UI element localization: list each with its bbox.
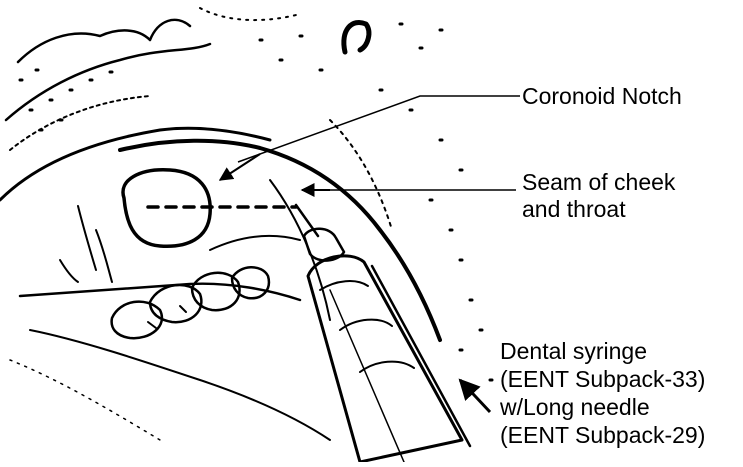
speckle-right — [430, 200, 492, 380]
jaw-shadow — [10, 360, 160, 440]
label-seam-line-2: and throat — [522, 196, 626, 222]
cheek-fold-2 — [96, 230, 112, 282]
syringe-barrel-ring-3 — [360, 362, 414, 372]
upper-lip — [0, 128, 270, 200]
syringe-direction-arrow — [460, 380, 490, 412]
nose-outline — [18, 20, 190, 62]
cheek-fold-3 — [60, 260, 78, 282]
speckle-top — [260, 24, 462, 170]
cheek-contour — [6, 44, 210, 120]
dental-syringe — [296, 205, 470, 462]
chin-contour — [30, 330, 330, 440]
nostril — [344, 22, 369, 52]
syringe-barrel — [308, 256, 462, 462]
coronoid-notch-arrow — [220, 154, 260, 180]
gum-line — [210, 236, 300, 250]
label-coronoid-notch: Coronoid Notch — [522, 83, 682, 109]
label-syringe-line-1: Dental syringe — [500, 338, 647, 364]
brow-curve — [200, 8, 300, 20]
label-seam-line-1: Seam of cheek — [522, 169, 676, 195]
coronoid-notch-leader — [238, 96, 520, 162]
cheek-right-contour — [330, 120, 392, 230]
syringe-barrel-ring-1 — [320, 281, 368, 290]
cheek-fold-1 — [78, 206, 96, 270]
label-syringe-line-4: (EENT Subpack-29) — [500, 422, 705, 448]
label-syringe-line-2: (EENT Subpack-33) — [500, 366, 705, 392]
label-syringe-line-3: w/Long needle — [499, 394, 650, 420]
annotation-lines — [220, 96, 520, 412]
lip-edge — [10, 96, 150, 150]
lower-teeth — [112, 267, 269, 338]
face-sketch — [0, 8, 492, 440]
syringe-barrel-ring-2 — [340, 320, 392, 330]
